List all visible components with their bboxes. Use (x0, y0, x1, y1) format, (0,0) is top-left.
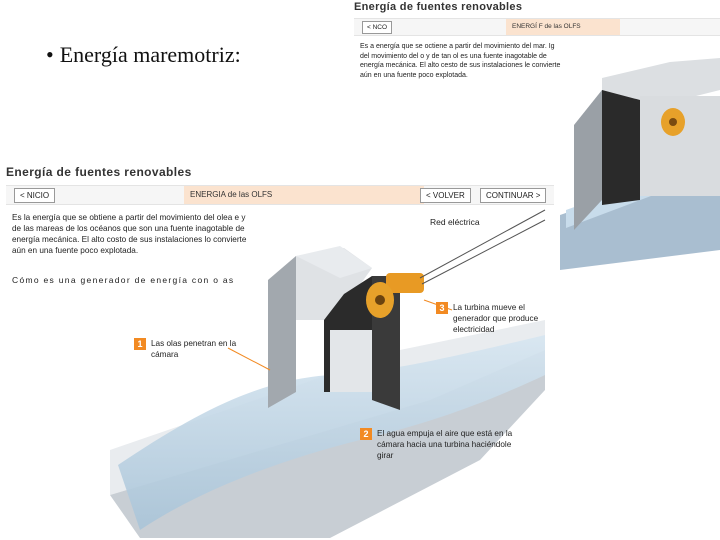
housing-left (268, 256, 296, 408)
bullet-icon: • (46, 42, 54, 67)
chamber-interior (330, 330, 372, 392)
slide-heading: •Energía maremotriz: (46, 42, 241, 68)
slide-heading-text: Energía maremotriz: (60, 42, 241, 67)
generator-icon (386, 273, 424, 293)
step-3-text: La turbina mueve el generador que produc… (453, 302, 554, 335)
step-3: 3 La turbina mueve el generador que prod… (436, 302, 554, 335)
red-electrica-label: Red eléctrica (430, 217, 480, 227)
step-1-text: Las olas penetran en la cámara (151, 338, 244, 360)
step-1: 1 Las olas penetran en la cámara (134, 338, 244, 360)
step-3-number: 3 (436, 302, 448, 314)
step-2: 2 El agua empuja el aire que está en la … (360, 428, 520, 461)
step-1-number: 1 (134, 338, 146, 350)
front-screenshot: Energía de fuentes renovables < NICIO EN… (0, 160, 560, 540)
top-housing-front (602, 90, 640, 205)
step-2-number: 2 (360, 428, 372, 440)
step-2-text: El agua empuja el aire que está en la cá… (377, 428, 520, 461)
